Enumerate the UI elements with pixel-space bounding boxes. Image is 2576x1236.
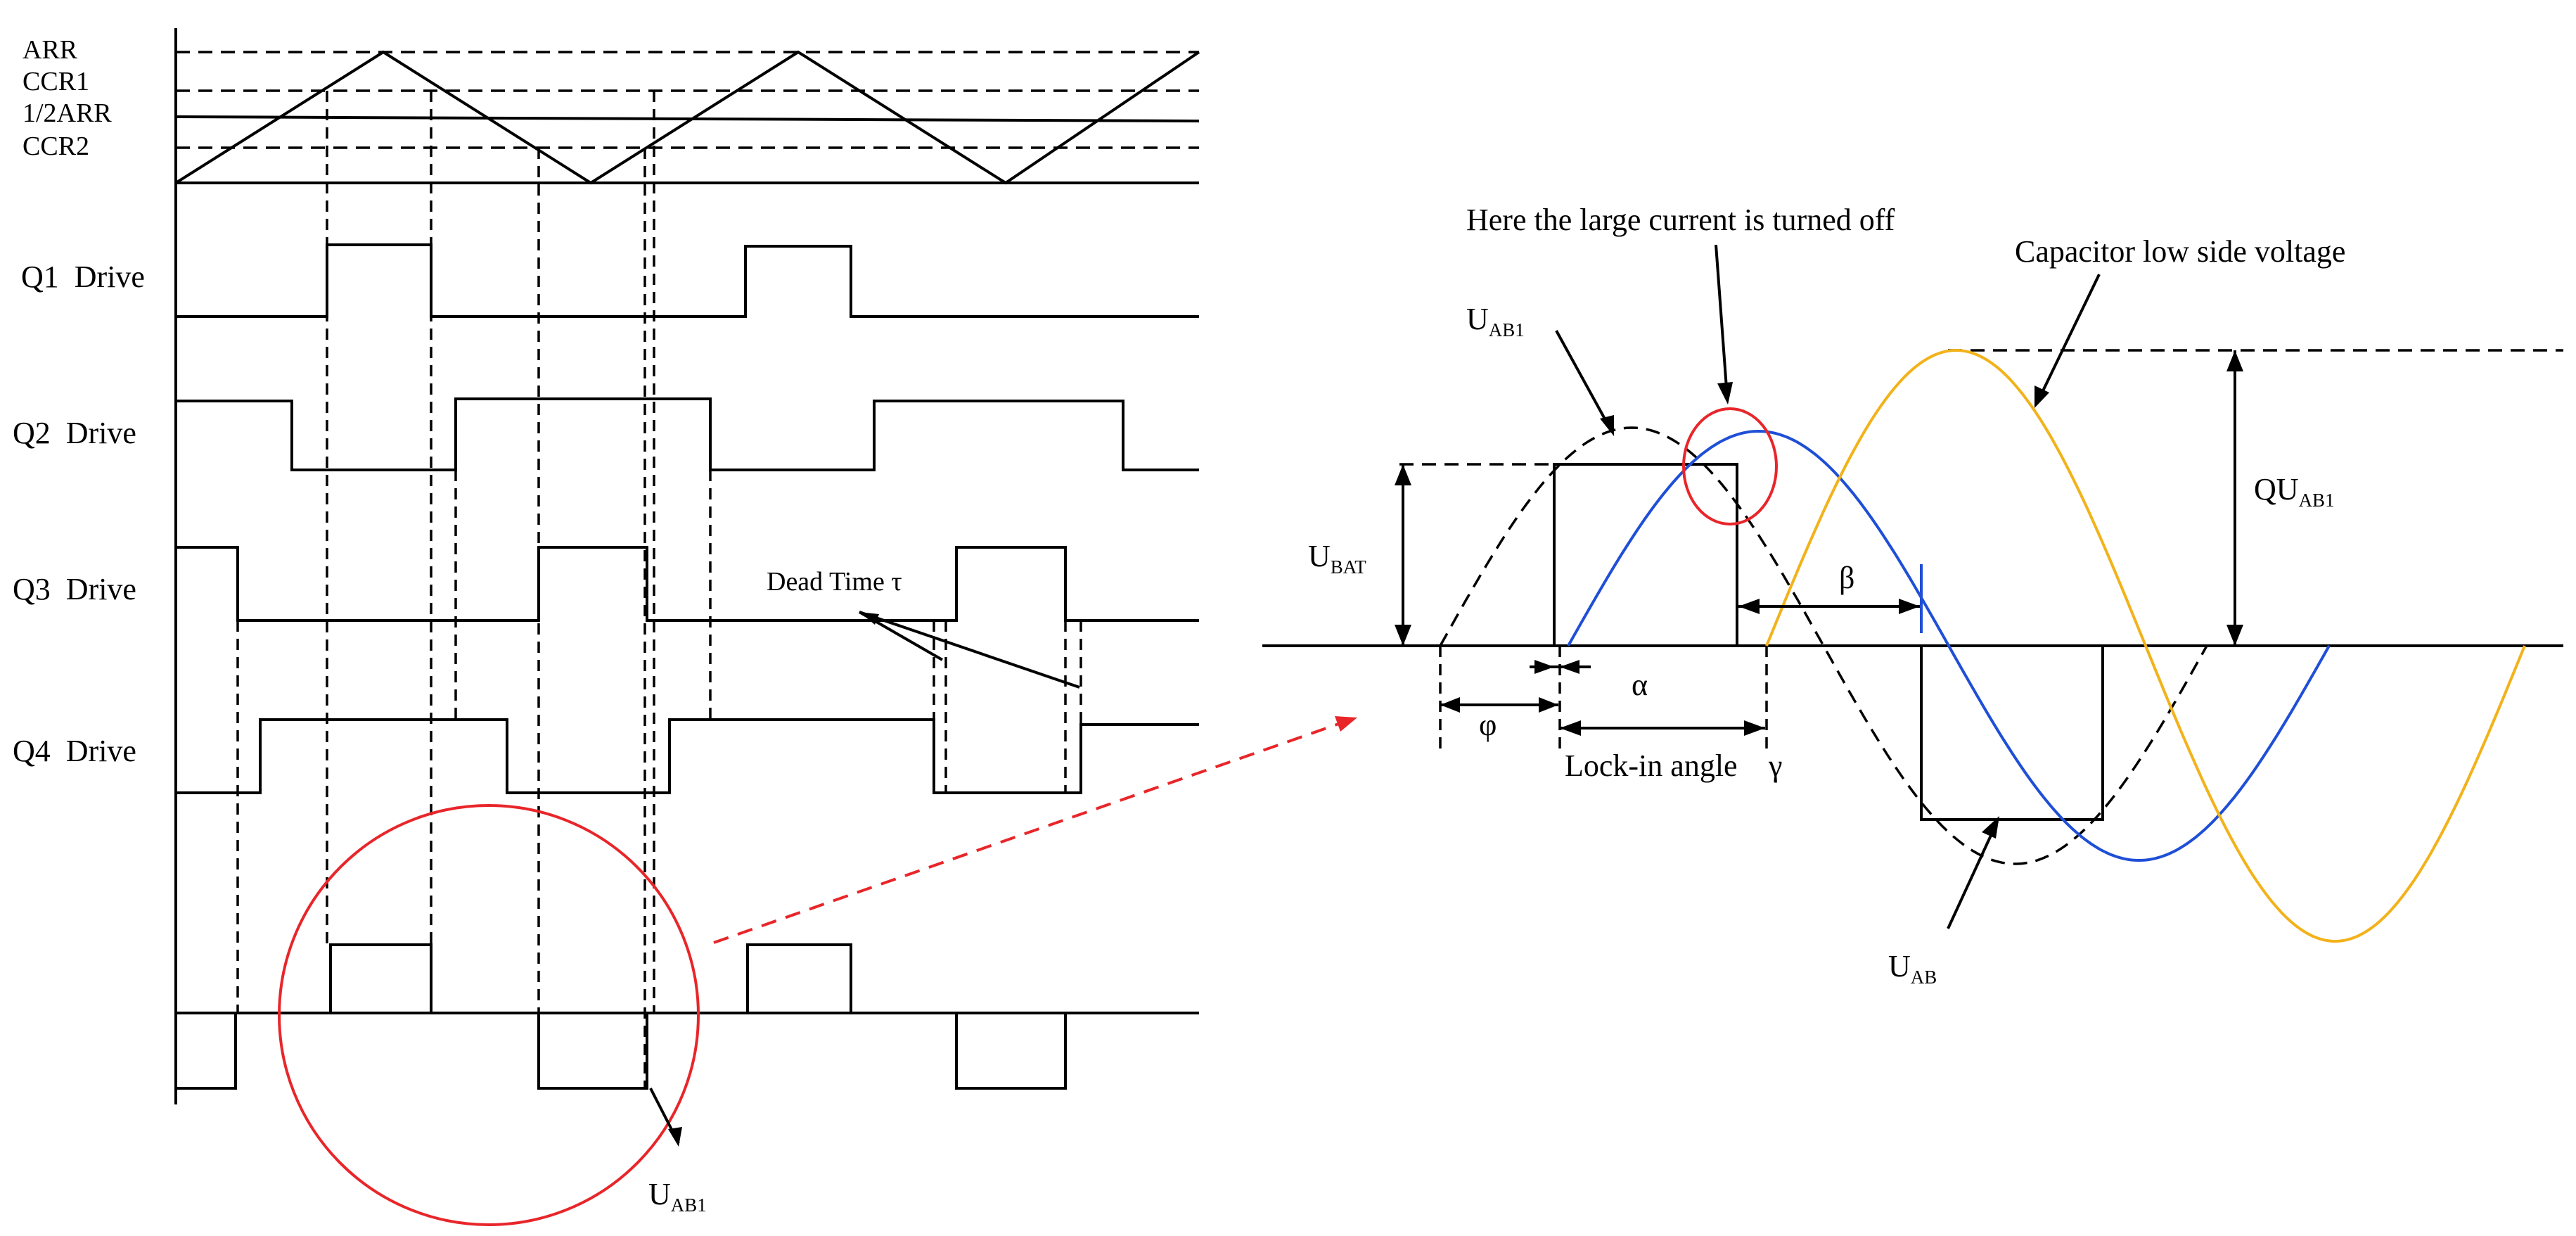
qu-arrow-top	[2226, 350, 2243, 371]
row-label-q3: Q3 Drive	[13, 572, 136, 606]
level-label-ccr1: CCR1	[23, 67, 89, 96]
capacitor-voltage-curve	[1765, 348, 2526, 943]
capacitor-note: Capacitor low side voltage	[2015, 234, 2345, 269]
level-label-ccr2: CCR2	[23, 132, 89, 161]
zoom-connector-arrowhead	[1335, 716, 1357, 732]
row-label-q4: Q4 Drive	[13, 734, 136, 768]
dead-time-label: Dead Time τ	[767, 567, 902, 597]
ubat-arrow-bottom	[1395, 625, 1411, 646]
uab-arrowhead	[1982, 816, 1999, 839]
dead-time-pointer	[859, 611, 1080, 689]
beta-label: β	[1839, 561, 1854, 595]
q2-drive-waveform	[176, 397, 1199, 471]
level-label-arr: ARR	[23, 35, 78, 65]
beta-arrow-right	[1899, 599, 1920, 614]
output-negative-pulse-2	[537, 1013, 648, 1090]
half-arr-level-line	[175, 115, 1200, 122]
level-label-half-arr: 1/2ARR	[23, 98, 112, 128]
ubat-arrow-top	[1395, 464, 1411, 485]
lock-in-label: Lock-in angle	[1565, 748, 1738, 783]
q3-drive-waveform	[176, 546, 1199, 622]
uab-square-wave	[1553, 463, 1738, 646]
gamma-label: γ	[1768, 748, 1782, 783]
turn-off-arrowhead	[1717, 382, 1733, 404]
right-waveform-panel: Here the large current is turned off Cap…	[1262, 203, 2563, 988]
capacitor-arrowhead	[2034, 386, 2049, 408]
q1-drive-waveform	[176, 243, 1199, 318]
capacitor-pointer	[2037, 274, 2101, 402]
uab-label: UAB	[1888, 949, 1937, 988]
turn-off-pointer	[1715, 244, 1729, 398]
lock-in-arrow-left	[1560, 720, 1581, 736]
uab-pointer	[1947, 821, 1999, 929]
ubat-label: UBAT	[1308, 539, 1366, 578]
triangle-counter-wave	[174, 50, 1200, 185]
beta-arrow-left	[1738, 599, 1760, 614]
uab-square-wave-negative	[1920, 646, 2104, 821]
output-negative-pulse-3	[955, 1013, 1067, 1090]
alpha-arrow-left	[1534, 660, 1554, 674]
dead-time-arrowhead	[859, 612, 879, 625]
output-label-uab1: UAB1	[648, 1177, 707, 1216]
alpha-label: α	[1632, 668, 1648, 702]
uab1-label: UAB1	[1466, 302, 1525, 340]
row-label-q2: Q2 Drive	[13, 416, 136, 450]
turn-off-note: Here the large current is turned off	[1466, 203, 1895, 237]
lock-in-arrow-right	[1744, 720, 1765, 736]
current-curve	[1567, 429, 2331, 862]
output-positive-pulses	[176, 943, 1199, 1014]
zoom-connector-line	[713, 720, 1347, 944]
qu-arrow-bottom	[2226, 625, 2243, 646]
turn-off-highlight	[1682, 407, 1778, 525]
row-label-q1: Q1 Drive	[21, 260, 145, 294]
left-timing-panel: ARR CCR1 1/2ARR CCR2 Q1 Drive Q2 Drive Q…	[13, 28, 1200, 1226]
output-negative-pulse-1	[176, 1013, 237, 1090]
output-label-arrowhead	[668, 1127, 682, 1147]
qu-label: QUAB1	[2254, 472, 2335, 511]
q4-drive-waveform	[176, 718, 1199, 794]
zoom-connector	[713, 716, 1357, 944]
uab1-arrowhead	[1600, 415, 1614, 436]
phi-arrow-right	[1539, 697, 1558, 713]
uab1-pointer	[1555, 330, 1612, 430]
phi-label: φ	[1479, 708, 1497, 742]
phi-arrow-left	[1440, 697, 1460, 713]
alpha-arrow-right	[1560, 660, 1579, 674]
highlight-circle	[278, 804, 700, 1226]
